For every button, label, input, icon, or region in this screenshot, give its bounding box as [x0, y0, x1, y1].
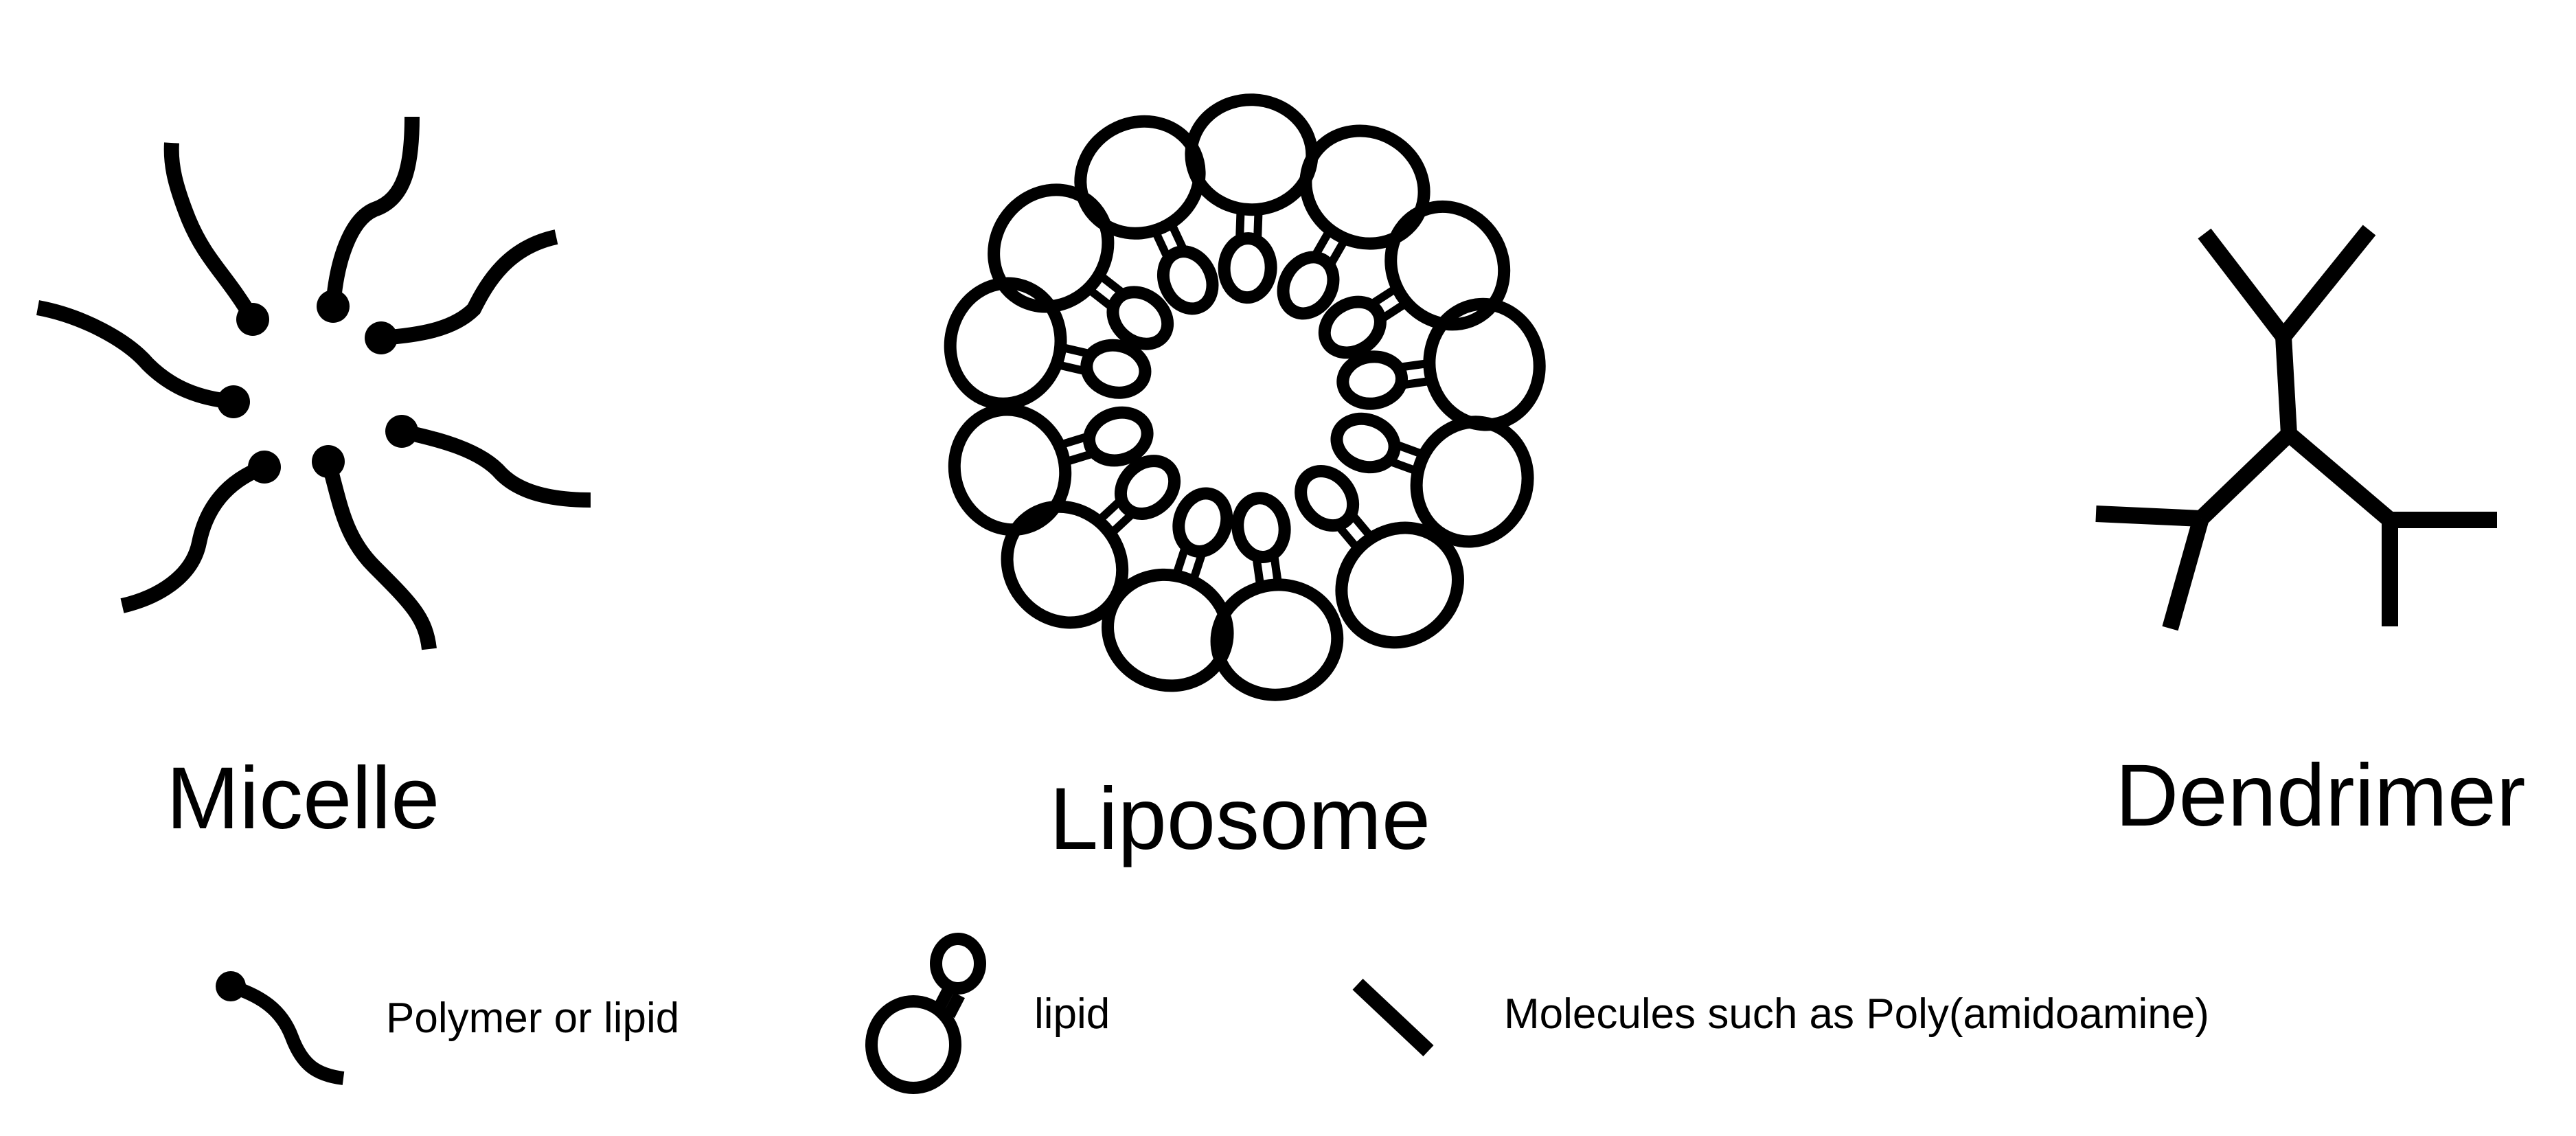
legend: Polymer or lipid lipid Molecules such as… [216, 933, 2209, 1094]
dendrimer-branch [2275, 336, 2297, 435]
legend-polymer-or-lipid-symbol [216, 971, 345, 1085]
micelle-chain [36, 300, 250, 418]
dendrimer-branch [2195, 428, 2295, 525]
micelle-chain [365, 229, 558, 354]
micelle-chain [163, 142, 269, 336]
dendrimer-figure [2095, 225, 2497, 631]
micelle-chain [385, 415, 591, 508]
liposome-lipid [1318, 200, 1511, 359]
liposome-lipid [948, 403, 1154, 536]
micelle-figure [36, 116, 591, 650]
liposome-lipid [1336, 297, 1546, 431]
dendrimer-branch [2283, 427, 2395, 527]
legend-molecule-line-symbol [1352, 978, 1434, 1057]
legend-lipid-symbol [865, 933, 986, 1094]
liposome-lipid [944, 277, 1152, 410]
liposome-lipid [1277, 124, 1431, 320]
micelle-chain [120, 451, 281, 613]
liposome-lipid [1295, 465, 1464, 649]
liposome-lipid [1210, 492, 1344, 701]
legend-lipid-label: lipid [1034, 990, 1110, 1038]
dendrimer-label: Dendrimer [2115, 747, 2526, 845]
dendrimer-branch [2095, 505, 2202, 527]
liposome-figure [944, 93, 1546, 701]
legend-polymer-or-lipid-label: Polymer or lipid [386, 995, 679, 1042]
micelle-chain [317, 116, 420, 323]
liposome-lipid [1330, 412, 1534, 548]
liposome-label: Liposome [1049, 770, 1431, 868]
dendrimer-branch [2277, 225, 2376, 342]
dendrimer-branch [2198, 228, 2290, 342]
legend-molecule-line-label: Molecules such as Poly(amidoamine) [1504, 990, 2209, 1038]
liposome-lipid [988, 183, 1174, 350]
dendrimer-branch [2162, 516, 2209, 631]
liposome-lipid [1001, 455, 1181, 629]
micelle-label: Micelle [166, 749, 440, 848]
micelle-chain [312, 445, 437, 650]
